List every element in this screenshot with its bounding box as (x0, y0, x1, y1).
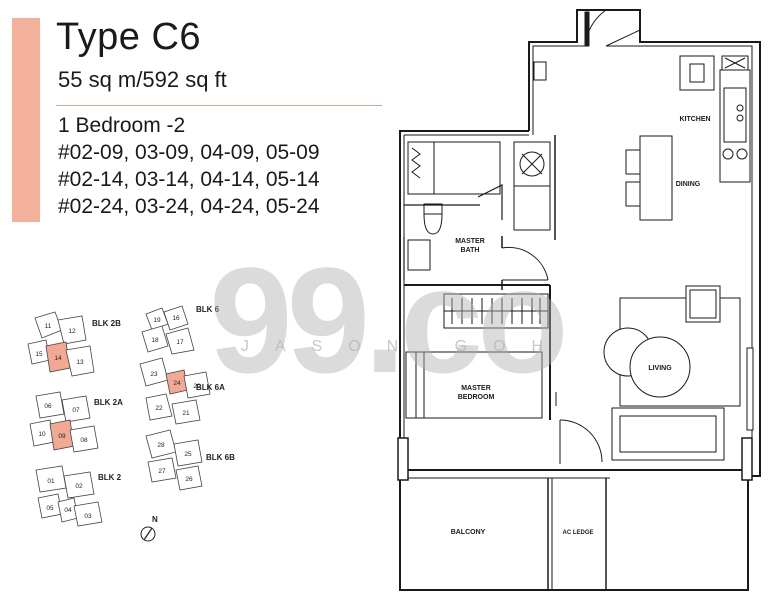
keyplan-unit-16 (163, 305, 189, 331)
keyplan-unit-03 (73, 501, 103, 527)
keyplan-label: 15 (35, 351, 43, 358)
north-arrow: N (140, 515, 158, 542)
keyplan-unit-25 (173, 439, 203, 467)
room-label-master-bedroom-2: BEDROOM (458, 394, 495, 401)
keyplan-unit-20 (183, 371, 211, 399)
watermark: 99.co JASON GOH (209, 236, 569, 404)
keyplan-unit-26 (175, 465, 203, 491)
columns (397, 347, 754, 481)
room-label-balcony: BALCONY (451, 529, 486, 536)
keyplan-unit-07 (61, 395, 91, 423)
keyplan-label: 22 (155, 405, 163, 412)
keyplan-unit-08 (69, 425, 99, 453)
block-label: BLK 2B (92, 319, 121, 328)
keyplan-unit-22 (145, 393, 173, 421)
keyplan-label: 02 (75, 483, 83, 490)
keyplan-label: 14 (54, 355, 62, 362)
keyplan-unit-13 (65, 345, 95, 377)
block-label: BLK 6A (196, 383, 225, 392)
room-label-ac-ledge: AC LEDGE (562, 530, 593, 536)
unit-type: 1 Bedroom -2 (58, 114, 186, 137)
block-label: BLK 2A (94, 398, 123, 407)
bed (405, 351, 543, 419)
keyplan-label: 10 (38, 431, 46, 438)
unit-line-1: #02-09, 03-09, 04-09, 05-09 (58, 141, 320, 164)
key-plan (27, 305, 211, 527)
keyplan-label: 03 (84, 513, 92, 520)
keyplan-label: 16 (172, 315, 180, 322)
room-label-master-bath-1: MASTER (455, 238, 485, 245)
keyplan-label: 21 (182, 410, 190, 417)
keyplan-unit-21 (171, 399, 201, 425)
keyplan-label: 24 (173, 380, 181, 387)
keyplan-labels: 11 12 15 14 13 19 16 18 17 23 24 20 06 0… (35, 315, 201, 520)
room-label-master-bath-2: BATH (461, 247, 480, 254)
accent-bar (12, 18, 40, 222)
keyplan-label: 27 (158, 468, 166, 475)
north-label: N (152, 515, 158, 524)
keyplan-label: 07 (72, 407, 80, 414)
bedroom-door (555, 392, 603, 464)
outer-wall-left (399, 130, 749, 591)
keyplan-unit-06 (35, 391, 65, 419)
wardrobe (443, 293, 549, 329)
block-label: BLK 2 (98, 473, 122, 482)
watermark-logo: 99.co (209, 236, 563, 404)
kitchen-fixtures (679, 55, 751, 183)
keyplan-label: 04 (64, 507, 72, 514)
keyplan-label: 26 (185, 476, 193, 483)
keyplan-label: 13 (76, 359, 84, 366)
room-label-living: LIVING (648, 365, 672, 372)
keyplan-label: 01 (47, 478, 55, 485)
keyplan-label: 09 (58, 433, 66, 440)
keyplan-label: 23 (150, 371, 158, 378)
room-labels: KITCHEN DINING MASTER BATH MASTER BEDROO… (451, 116, 711, 536)
keyplan-label: 11 (45, 323, 52, 330)
page-title: Type C6 (56, 16, 202, 58)
unit-size: 55 sq m/592 sq ft (58, 67, 227, 92)
dining-table (625, 135, 673, 221)
keyplan-label: 08 (80, 437, 88, 444)
keyplan-unit-27 (147, 457, 177, 483)
keyplan-label: 25 (184, 451, 192, 458)
keyplan-block-labels: BLK 2B BLK 6 BLK 6A BLK 2A BLK 6B BLK 2 (92, 305, 235, 482)
divider (56, 105, 382, 106)
walls (399, 9, 761, 591)
keyplan-unit-18 (141, 325, 169, 353)
unit-info: 1 Bedroom -2 #02-09, 03-09, 04-09, 05-09… (58, 112, 320, 220)
room-label-kitchen: KITCHEN (679, 116, 710, 123)
keyplan-label: 05 (46, 505, 54, 512)
keyplan-unit-17 (165, 327, 195, 355)
room-label-dining: DINING (676, 181, 701, 188)
keyplan-label: 28 (157, 442, 165, 449)
keyplan-label: 20 (193, 383, 201, 390)
outer-wall (528, 9, 761, 477)
keyplan-label: 12 (68, 328, 76, 335)
block-label: BLK 6B (206, 453, 235, 462)
keyplan-label: 19 (153, 317, 161, 324)
block-label: BLK 6 (196, 305, 220, 314)
bath-door (501, 246, 549, 281)
unit-line-3: #02-24, 03-24, 04-24, 05-24 (58, 195, 320, 218)
watermark-sub: JASON GOH (241, 338, 569, 355)
room-label-master-bedroom-1: MASTER (461, 385, 491, 392)
keyplan-label: 18 (151, 337, 159, 344)
keyplan-label: 17 (176, 339, 184, 346)
keyplan-label: 06 (44, 403, 52, 410)
living-furniture (603, 285, 741, 461)
unit-line-2: #02-14, 03-14, 04-14, 05-14 (58, 168, 320, 191)
entrance-door (584, 9, 641, 47)
keyplan-unit-12 (57, 315, 87, 345)
keyplan-unit-02 (63, 471, 95, 499)
bath-fixtures (407, 61, 551, 271)
